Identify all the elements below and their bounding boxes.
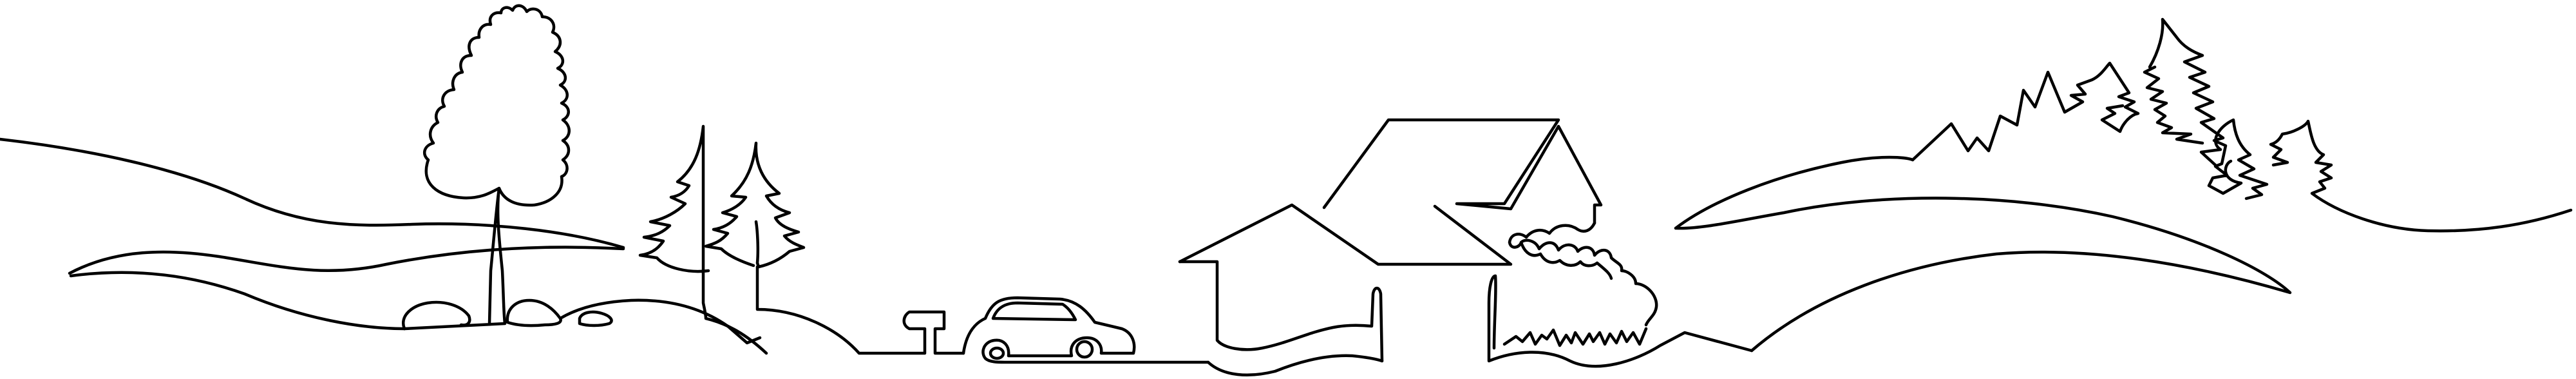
- car-window: [991, 301, 1077, 322]
- tall-trunk-and-pine-left: [638, 124, 768, 355]
- pine-tree-right: [704, 141, 806, 269]
- car-wheel-front: [1075, 340, 1094, 359]
- left-foreground-hill: [69, 271, 406, 331]
- road-left-curve: [755, 265, 965, 355]
- small-bush-middle: [506, 298, 562, 327]
- garden-fence-zigzag: [1487, 274, 1754, 368]
- small-bush-left: [402, 300, 471, 331]
- far-right-pine: [2269, 119, 2573, 233]
- deciduous-tree: [402, 4, 571, 331]
- house-gable-roof: [1178, 203, 1513, 266]
- left-middle-hill: [68, 246, 625, 275]
- ground-swirl: [558, 298, 762, 345]
- line-art-strokes: [0, 4, 2573, 377]
- distant-pine-forest: [1911, 17, 2269, 200]
- right-middle-hill: [1674, 155, 1915, 230]
- small-bush-right: [578, 310, 613, 327]
- right-foreground-hill: [1674, 197, 2292, 353]
- garden-shrubs: [1508, 221, 1658, 327]
- road-center-curve: [1206, 354, 1384, 377]
- car: [961, 296, 1210, 364]
- house-upper-roof: [1322, 118, 1603, 225]
- left-background-hill: [0, 137, 625, 249]
- car-wheel-back: [989, 346, 1005, 360]
- house-left-wall: [1178, 260, 1384, 363]
